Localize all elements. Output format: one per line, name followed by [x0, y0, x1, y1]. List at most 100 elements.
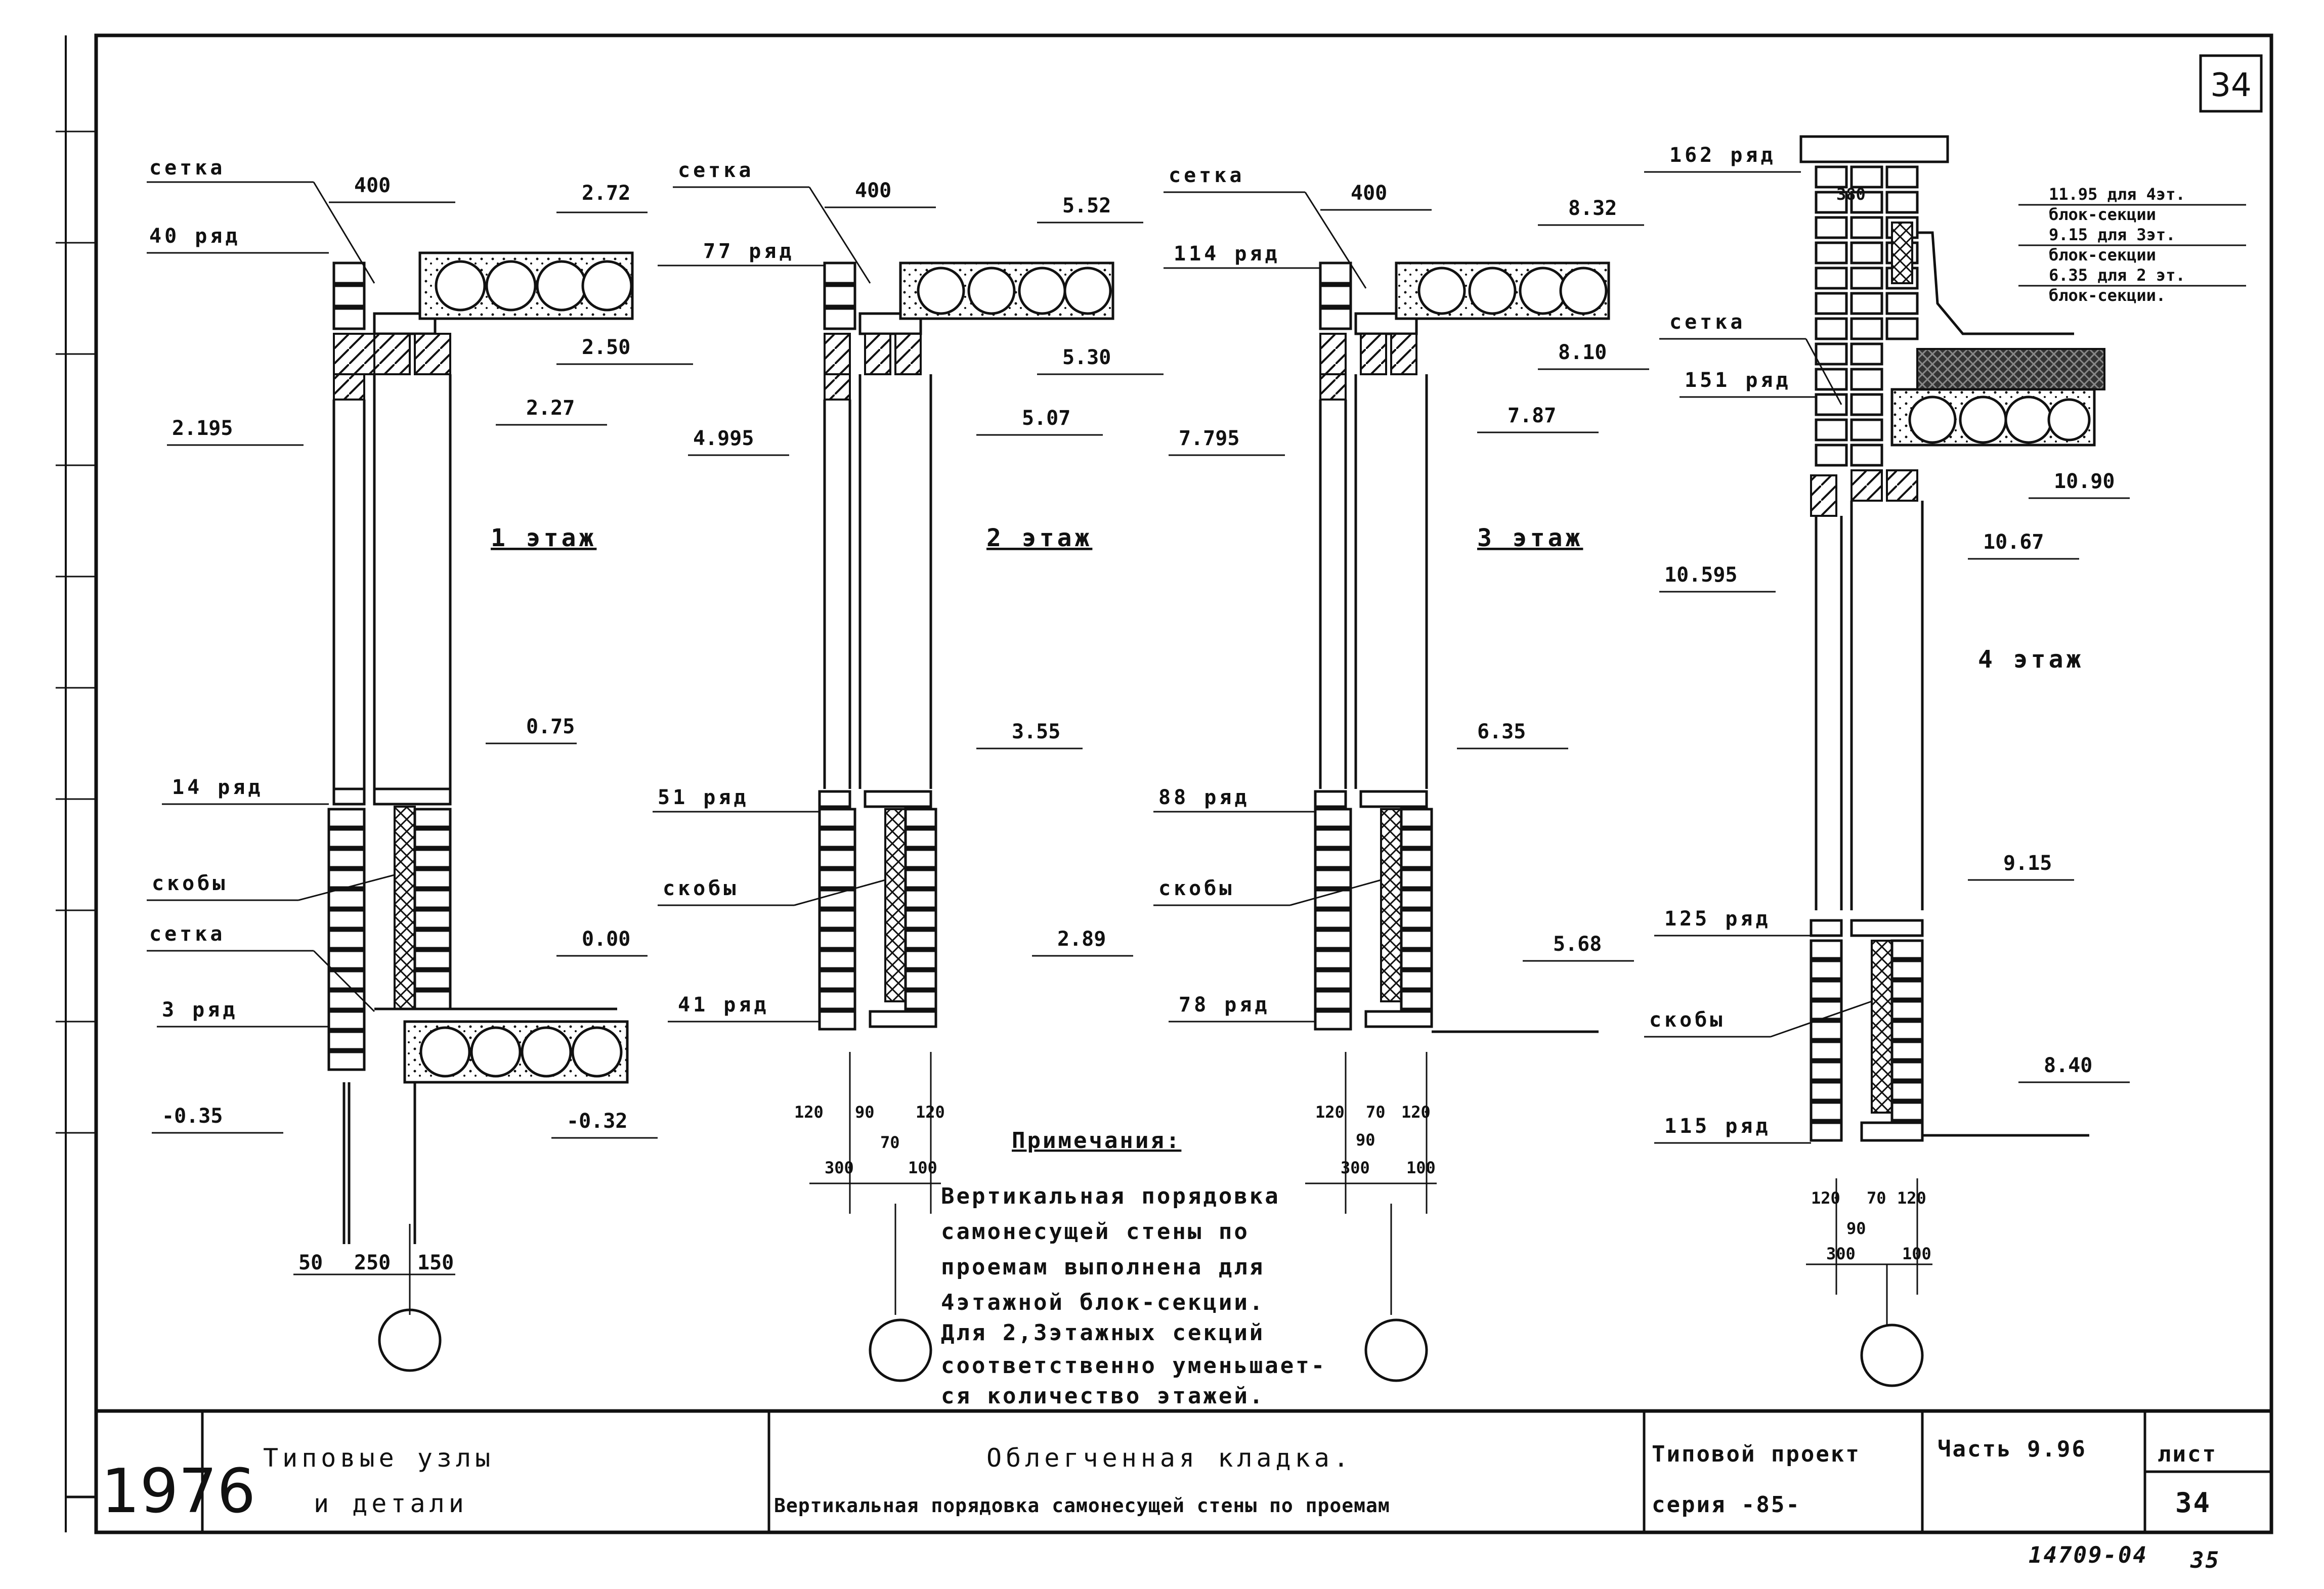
wall-section-1: [293, 251, 634, 1372]
net-label: сетка: [1669, 311, 1745, 334]
level-272: 2.72: [582, 182, 630, 205]
notes-line: ся количество этажей.: [941, 1383, 1265, 1409]
section-floor-2: сетка 77 ряд 400 5.52 5.30 5.07 4.995 2 …: [653, 159, 1164, 1382]
level-787: 7.87: [1508, 404, 1556, 427]
notes-block: Примечания: Вертикальная порядовка самон…: [941, 1128, 1326, 1409]
level-minus-032: -0.32: [567, 1110, 627, 1133]
notes-line: соответственно уменьшает-: [941, 1353, 1326, 1379]
brackets-label: скобы: [152, 872, 228, 895]
svg-text:9.15 для 3эт.: 9.15 для 3эт.: [2049, 225, 2175, 244]
net-label-top: сетка: [678, 159, 754, 182]
dim-120b: 120: [1897, 1188, 1926, 1208]
svg-text:6.35 для 2 эт.: 6.35 для 2 эт.: [2049, 266, 2185, 285]
section-floor-1: сетка 40 ряд 400 2.72 2.50 2.27 2.195 1 …: [147, 156, 693, 1372]
level-2195: 2.195: [172, 417, 233, 440]
level-840: 8.40: [2044, 1054, 2092, 1077]
svg-text:блок-секции.: блок-секции.: [2049, 286, 2166, 305]
row-label-51: 51 ряд: [658, 786, 749, 809]
width-dim: 380: [1836, 185, 1866, 204]
section-floor-4: 162 ряд 380 11.95 для 4эт. блок-секции 9…: [1644, 135, 2246, 1387]
level-227: 2.27: [526, 396, 575, 420]
level-832: 8.32: [1568, 197, 1617, 220]
dim-300: 300: [825, 1158, 854, 1177]
project-line-1: Типовой проект: [1652, 1441, 1861, 1467]
drawing-frame: [56, 33, 2273, 1534]
part-label: Часть 9.96: [1938, 1436, 2087, 1462]
net-label-bottom: сетка: [149, 922, 225, 946]
dim-70: 70: [880, 1133, 900, 1152]
level-075: 0.75: [526, 715, 575, 738]
level-289: 2.89: [1057, 928, 1106, 951]
level-635: 6.35: [1477, 720, 1526, 743]
level-552: 5.52: [1062, 194, 1111, 217]
sheet-number: 34: [2210, 67, 2251, 104]
level-minus-035: -0.35: [162, 1105, 223, 1128]
group-line-1: Типовые узлы: [263, 1443, 494, 1473]
dim-120b: 120: [1401, 1102, 1431, 1122]
notes-line: 4этажной блок-секции.: [941, 1290, 1265, 1315]
title-line-2: Вертикальная порядовка самонесущей стены…: [774, 1494, 1390, 1517]
floor-label: 3 этаж: [1477, 524, 1583, 552]
level-250: 2.50: [582, 336, 630, 359]
wall-section-3: [1305, 261, 1610, 1382]
floor-label: 1 этаж: [491, 524, 596, 552]
row-label-top: 114 ряд: [1174, 242, 1280, 266]
dim-100: 100: [1902, 1244, 1931, 1263]
level-810: 8.10: [1558, 341, 1607, 364]
notes-line: Для 2,3этажных секций: [941, 1320, 1265, 1346]
dim-150: 150: [417, 1251, 454, 1274]
notes-title: Примечания:: [1012, 1128, 1181, 1154]
row-label-14: 14 ряд: [172, 776, 264, 799]
width-dim: 400: [855, 179, 891, 202]
dim-90: 90: [1356, 1130, 1375, 1150]
notes-line: самонесущей стены по: [941, 1219, 1250, 1245]
net-label-top: сетка: [1169, 164, 1244, 187]
dim-70: 70: [1867, 1188, 1886, 1208]
dim-100: 100: [1406, 1158, 1436, 1177]
width-dim: 400: [354, 174, 391, 197]
level-915: 9.15: [2003, 852, 2052, 875]
dim-300: 300: [1341, 1158, 1370, 1177]
dim-300: 300: [1826, 1244, 1856, 1263]
level-10595: 10.595: [1664, 563, 1738, 587]
wall-section-2: [809, 261, 1114, 1382]
notes-line: проемам выполнена для: [941, 1254, 1265, 1280]
net-label-top: сетка: [149, 156, 225, 180]
dim-90: 90: [855, 1102, 875, 1122]
dim-120a: 120: [794, 1102, 824, 1122]
brackets-label: скобы: [1158, 877, 1234, 900]
notes-line: Вертикальная порядовка: [941, 1183, 1280, 1209]
svg-text:блок-секции: блок-секции: [2049, 245, 2156, 264]
row-label-125: 125 ряд: [1664, 907, 1771, 931]
footer-page: 35: [2190, 1548, 2220, 1573]
brackets-label: скобы: [1649, 1008, 1725, 1032]
project-line-2: серия -85-: [1652, 1492, 1801, 1518]
svg-text:блок-секции: блок-секции: [2049, 205, 2156, 224]
row-label-78: 78 ряд: [1179, 993, 1270, 1017]
row-label-88: 88 ряд: [1158, 786, 1250, 809]
row-label-top: 77 ряд: [703, 240, 795, 263]
level-507: 5.07: [1022, 407, 1070, 430]
section-floor-3: сетка 114 ряд 400 8.32 8.10 7.87 7.795 3…: [1153, 164, 1649, 1382]
level-530: 5.30: [1062, 346, 1111, 369]
level-1067: 10.67: [1983, 531, 2044, 554]
group-line-2: и детали: [314, 1489, 468, 1518]
level-7795: 7.795: [1179, 427, 1239, 450]
level-4995: 4.995: [693, 427, 754, 450]
svg-text:11.95 для 4эт.: 11.95 для 4эт.: [2049, 185, 2185, 204]
row-label-115: 115 ряд: [1664, 1115, 1771, 1138]
footer-code: 14709-04: [2029, 1542, 2148, 1568]
floor-label: 2 этаж: [986, 524, 1092, 552]
roof-notes: 11.95 для 4эт. блок-секции 9.15 для 3эт.…: [2018, 185, 2246, 305]
brackets-label: скобы: [663, 877, 739, 900]
level-000: 0.00: [582, 928, 630, 951]
row-label-top: 40 ряд: [149, 225, 241, 248]
title-block: 1976 Типовые узлы и детали Облегченная к…: [95, 1411, 2271, 1532]
dim-50: 50: [298, 1251, 323, 1274]
sheet-number-box: 34: [2199, 54, 2263, 113]
level-568: 5.68: [1553, 933, 1602, 956]
dim-120b: 120: [916, 1102, 945, 1122]
dim-90: 90: [1846, 1219, 1866, 1238]
dim-70: 70: [1366, 1102, 1386, 1122]
